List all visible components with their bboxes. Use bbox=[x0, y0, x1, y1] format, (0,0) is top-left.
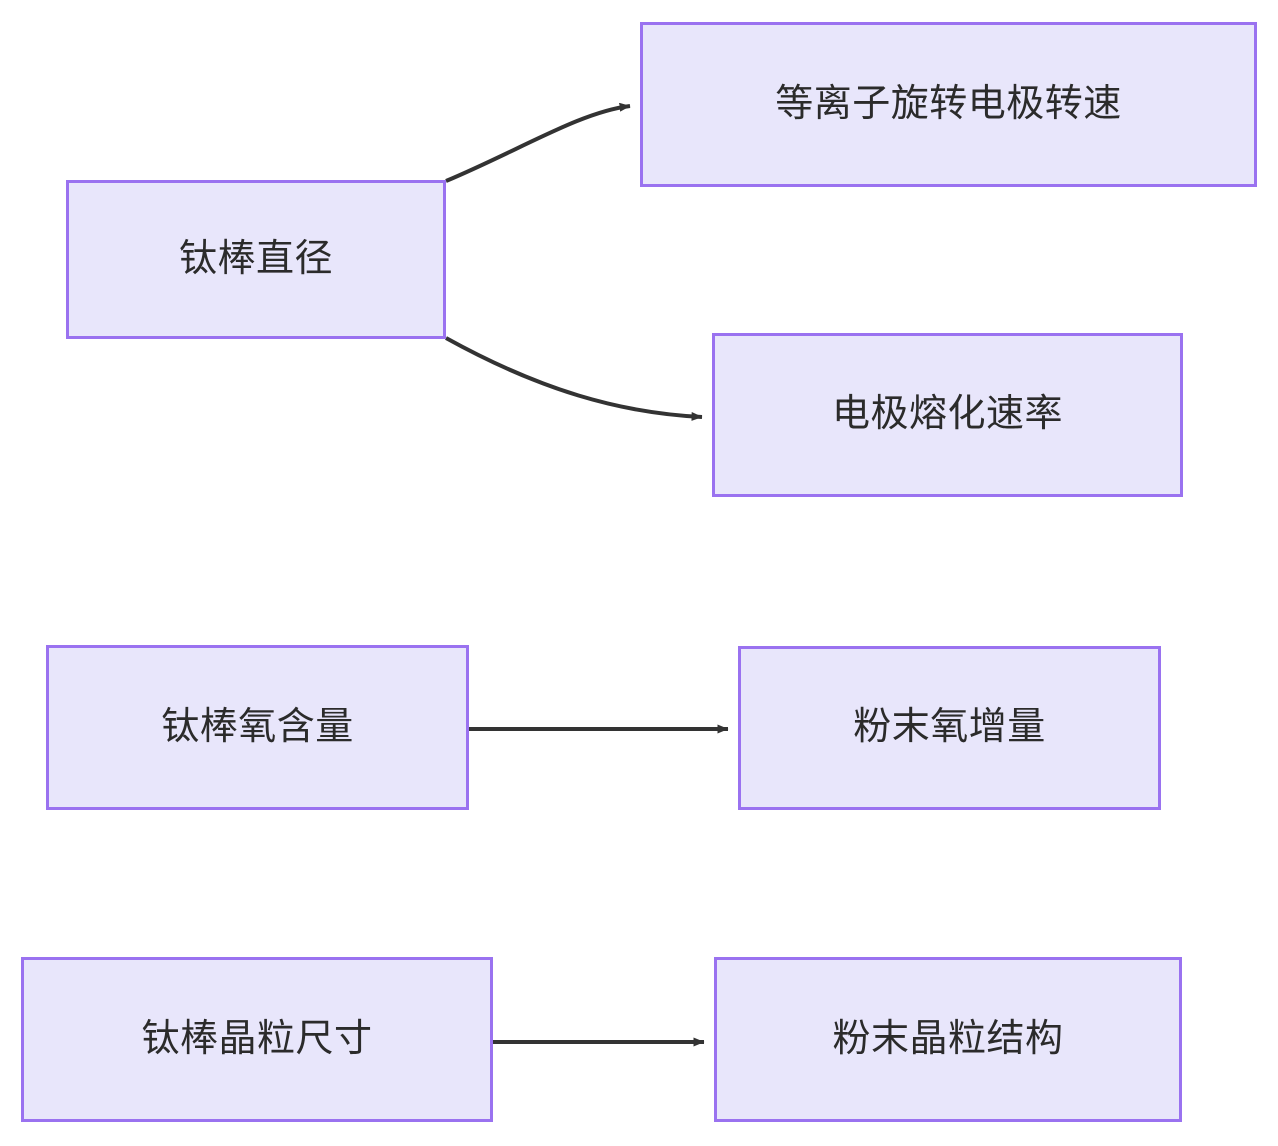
node-label: 电极熔化速率 bbox=[831, 393, 1063, 436]
node-powder-grain-structure[interactable]: 粉末晶粒结构 bbox=[714, 957, 1182, 1122]
node-electrode-melting-rate[interactable]: 电极熔化速率 bbox=[712, 333, 1183, 497]
node-titanium-rod-grain-size[interactable]: 钛棒晶粒尺寸 bbox=[21, 957, 493, 1122]
node-label: 粉末氧增量 bbox=[853, 706, 1046, 749]
edge-titanium-rod-diameter-to-plasma-electrode-speed bbox=[445, 102, 631, 183]
node-titanium-rod-diameter[interactable]: 钛棒直径 bbox=[66, 180, 446, 339]
node-titanium-rod-oxygen-content[interactable]: 钛棒氧含量 bbox=[46, 645, 469, 810]
edge-titanium-rod-diameter-to-electrode-melt-rate bbox=[445, 336, 703, 421]
node-label: 等离子旋转电极转速 bbox=[775, 82, 1122, 125]
node-plasma-rotating-electrode-speed[interactable]: 等离子旋转电极转速 bbox=[640, 22, 1257, 187]
node-label: 钛棒晶粒尺寸 bbox=[141, 1017, 373, 1060]
node-powder-oxygen-increase[interactable]: 粉末氧增量 bbox=[738, 646, 1161, 810]
node-label: 钛棒直径 bbox=[178, 237, 333, 280]
node-label: 钛棒氧含量 bbox=[161, 705, 354, 748]
node-label: 粉末晶粒结构 bbox=[832, 1017, 1064, 1060]
